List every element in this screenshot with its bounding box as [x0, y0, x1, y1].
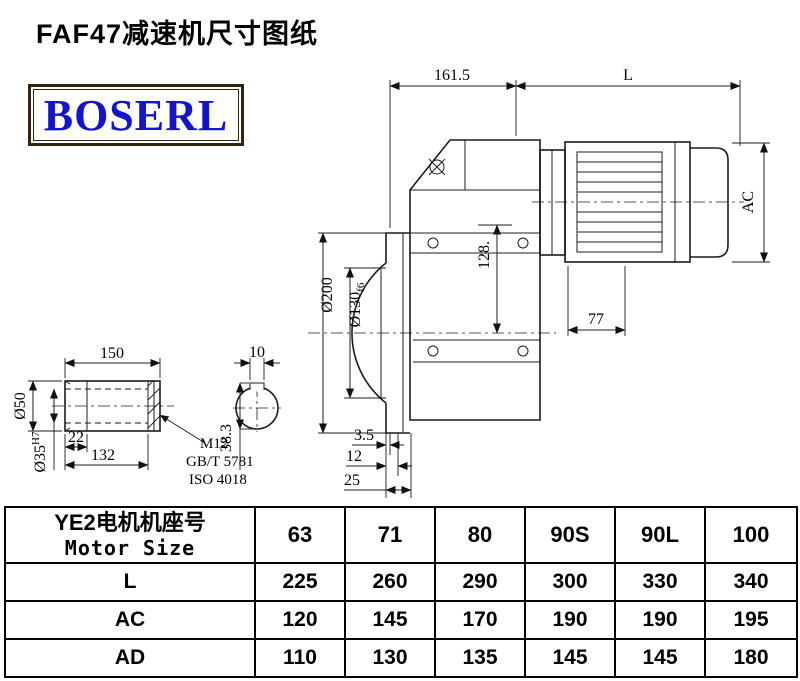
value-AC-100: 195 — [704, 600, 798, 640]
value-AD-90s: 145 — [524, 638, 616, 678]
table-row-AD: AD 110 130 135 145 145 180 — [4, 638, 798, 678]
header-size-71: 71 — [344, 506, 436, 564]
boserl-logo: BOSERL — [28, 84, 244, 146]
value-AC-90s: 190 — [524, 600, 616, 640]
value-AD-100: 180 — [704, 638, 798, 678]
value-L-90s: 300 — [524, 562, 616, 602]
main-view-dimensions: 161.5 L AC Ø200 Ø130f6 128. 77 — [318, 67, 770, 498]
dim-3-5: 3.5 — [354, 427, 374, 444]
boserl-logo-text: BOSERL — [43, 90, 229, 140]
dim-flange-od: Ø200 — [319, 277, 336, 313]
header-size-90s: 90S — [524, 506, 616, 564]
thread-callout: M12 — [200, 436, 228, 452]
value-L-80: 290 — [434, 562, 526, 602]
dim-overall-width: 161.5 — [434, 67, 470, 84]
header-size-100: 100 — [704, 506, 798, 564]
dim-25: 25 — [344, 472, 360, 489]
value-L-71: 260 — [344, 562, 436, 602]
dim-77: 77 — [588, 311, 604, 328]
header-motor-size-cn: YE2电机机座号 — [54, 510, 206, 535]
header-motor-size-en: Motor Size — [64, 536, 196, 560]
dim-spigot-diameter: Ø130f6 — [347, 282, 367, 327]
value-AD-90l: 145 — [614, 638, 706, 678]
main-view-outline — [308, 139, 556, 434]
header-size-80: 80 — [434, 506, 526, 564]
table-row-L: L 225 260 290 300 330 340 — [4, 562, 798, 602]
header-size-63: 63 — [254, 506, 346, 564]
dim-motor-height: AC — [740, 191, 757, 213]
header-size-90l: 90L — [614, 506, 706, 564]
value-L-100: 340 — [704, 562, 798, 602]
hollow-shaft-detail: 150 Ø50 Ø35H7 22 132 M12 GB/T 5781 ISO 4… — [12, 345, 254, 488]
standard-iso-label: ISO 4018 — [189, 472, 247, 488]
value-AC-71: 145 — [344, 600, 436, 640]
header-motor-size-cell: YE2电机机座号 Motor Size — [4, 506, 256, 564]
dim-center-128: 128. — [476, 241, 493, 269]
row-label-L: L — [4, 562, 256, 602]
dim-key-width: 10 — [249, 344, 265, 361]
row-label-AC: AC — [4, 600, 256, 640]
value-AD-80: 135 — [434, 638, 526, 678]
dim-shaft-length: 150 — [100, 345, 124, 362]
standard-gb-label: GB/T 5781 — [186, 454, 254, 470]
dim-22: 22 — [68, 429, 84, 446]
keyway-section-detail: 10 38.3 — [218, 344, 281, 470]
value-AC-90l: 190 — [614, 600, 706, 640]
table-row-AC: AC 120 145 170 190 190 195 — [4, 600, 798, 640]
dim-12: 12 — [346, 448, 362, 465]
value-AC-63: 120 — [254, 600, 346, 640]
row-label-AD: AD — [4, 638, 256, 678]
page-title: FAF47减速机尺寸图纸 — [36, 19, 319, 49]
motor-outline — [532, 141, 744, 263]
dim-shaft-od: Ø50 — [12, 392, 29, 420]
table-header-row: YE2电机机座号 Motor Size 63 71 80 90S 90L 100 — [4, 506, 798, 564]
value-AD-71: 130 — [344, 638, 436, 678]
dim-132: 132 — [91, 447, 115, 464]
value-AC-80: 170 — [434, 600, 526, 640]
dim-bore-diameter: Ø35H7 — [30, 431, 49, 473]
motor-size-table: YE2电机机座号 Motor Size 63 71 80 90S 90L 100… — [4, 506, 798, 678]
value-L-63: 225 — [254, 562, 346, 602]
value-L-90l: 330 — [614, 562, 706, 602]
dim-key-depth: 38.3 — [218, 424, 235, 452]
value-AD-63: 110 — [254, 638, 346, 678]
gearbox-dimension-drawing: 161.5 L AC Ø200 Ø130f6 128. 77 — [12, 67, 770, 498]
dim-motor-length: L — [623, 67, 633, 84]
